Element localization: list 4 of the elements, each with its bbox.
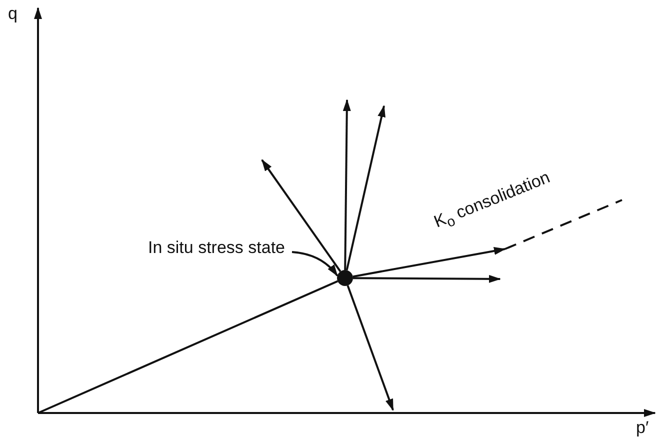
axis-label: q — [8, 4, 18, 24]
stress-point — [337, 270, 353, 286]
annotation-text: In situ stress state — [148, 238, 285, 258]
axis-label: p′ — [636, 418, 649, 438]
